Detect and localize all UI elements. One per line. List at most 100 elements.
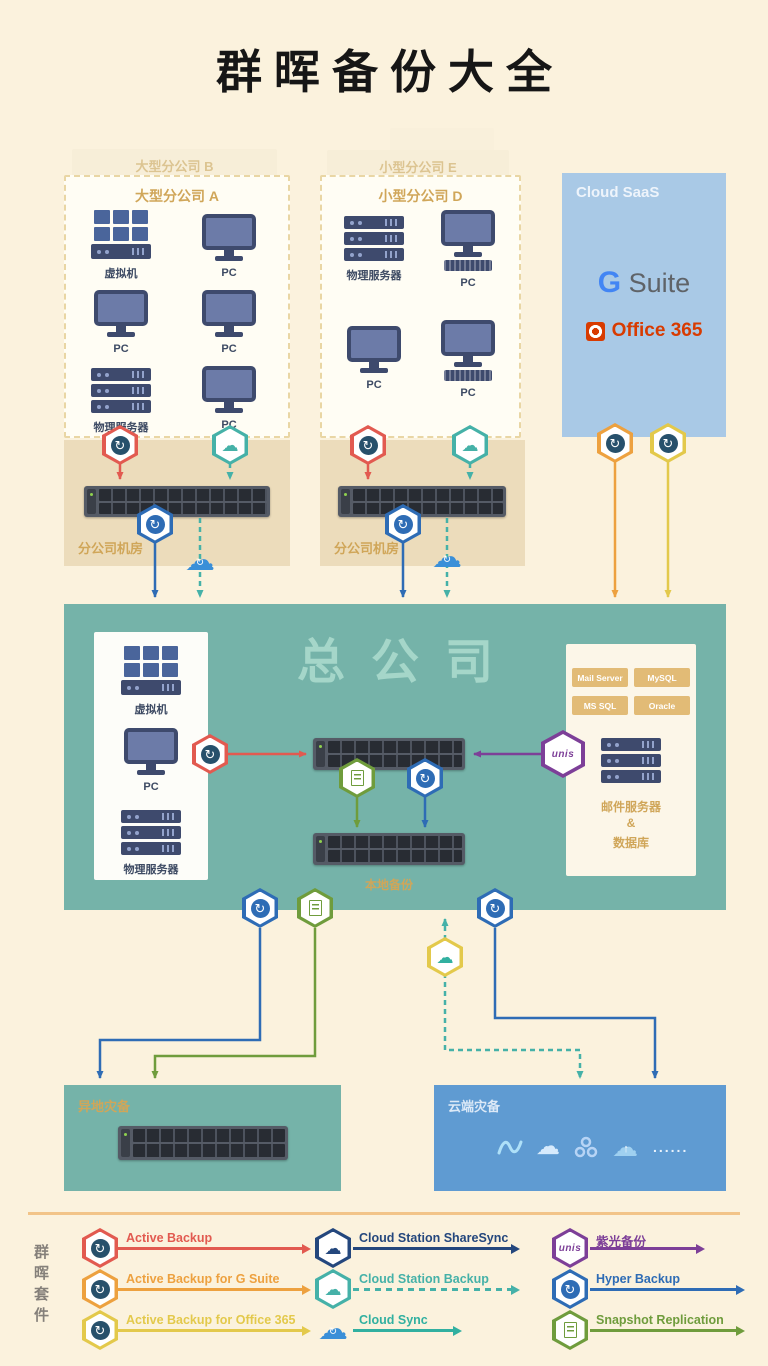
active-backup-icon: ↻ xyxy=(90,1279,110,1299)
gsuite-text: Suite xyxy=(621,268,691,298)
cloud-icon: ☁ xyxy=(436,947,454,967)
pc-icon xyxy=(124,728,178,775)
cloud-sync-arrow-icon: ↻ xyxy=(195,557,205,569)
cloud-sync-arrow-icon: ↻ xyxy=(442,554,452,566)
device-pc: PC xyxy=(179,290,279,355)
device-label: 虚拟机 xyxy=(134,704,168,716)
device-vm: 虚拟机 xyxy=(101,646,201,717)
cloud-station-sharesync-badge: ☁ xyxy=(315,1228,351,1268)
page-title: 群晖备份大全 xyxy=(216,46,564,98)
legend-arrow xyxy=(118,1247,302,1250)
snapshot-doc-icon xyxy=(563,1322,577,1338)
device-label: PC xyxy=(460,387,476,399)
active-backup-icon: ↻ xyxy=(658,433,678,453)
offsite-dr-label: 异地灾备 xyxy=(78,1099,131,1114)
cloud-backup-badge: ☁ xyxy=(427,937,463,977)
device-label: 物理服务器 xyxy=(346,270,402,282)
device-server: 物理服务器 xyxy=(71,368,171,435)
cloud-sync-cloud-icon: ☁ xyxy=(432,541,462,574)
legend-arrow xyxy=(590,1288,736,1291)
room-left-label: 分公司机房 xyxy=(78,541,144,556)
vm-icon xyxy=(91,210,151,259)
cloud-sync-cloud-icon: ☁ xyxy=(318,1313,348,1346)
device-label: PC xyxy=(366,379,382,391)
cloud-icon: ☁ xyxy=(324,1238,342,1258)
hq-title: 总公司 xyxy=(296,636,519,689)
pc-icon xyxy=(347,326,401,373)
legend-arrow xyxy=(118,1288,302,1291)
device-label: PC xyxy=(460,277,476,289)
cloud-sync-cloud-icon: ☁ xyxy=(185,544,215,577)
cloud-icon: ☁ xyxy=(461,435,479,455)
legend-label: Hyper Backup xyxy=(596,1272,681,1286)
active-backup-icon: ↻ xyxy=(200,744,220,764)
cloud-saas-label: Cloud SaaS xyxy=(576,184,660,201)
db-label-line1: 邮件服务器 xyxy=(600,800,661,814)
cloud-icon: ☁ xyxy=(221,435,239,455)
hyper-backup-badge: ↻ xyxy=(407,758,443,798)
legend-label: Snapshot Replication xyxy=(596,1313,724,1327)
device-pc: PC xyxy=(418,320,518,399)
snapshot-doc-icon xyxy=(350,770,364,786)
device-label: 虚拟机 xyxy=(104,268,138,280)
snapshot-doc-icon xyxy=(308,900,322,916)
branch-small-back-label: 小型分公司 E xyxy=(379,160,457,175)
device-pc: PC xyxy=(71,290,171,355)
unis-badge: unis xyxy=(552,1228,588,1268)
legend-arrow xyxy=(353,1288,511,1291)
legend-label: Cloud Station ShareSync xyxy=(359,1231,509,1245)
gsuite-g-letter: G xyxy=(597,266,622,299)
nas-rack-room-left xyxy=(84,486,270,517)
cloud-sync-badge: ☁ ↻ xyxy=(182,546,218,576)
db-badge-mssql: MS SQL xyxy=(572,696,628,715)
pc-icon xyxy=(441,320,495,381)
server-icon xyxy=(91,368,151,413)
legend-label: Active Backup for G Suite xyxy=(126,1272,280,1286)
device-label: PC xyxy=(221,343,237,355)
hyper-backup-icon: ↻ xyxy=(145,514,165,534)
more-providers-dots: ...... xyxy=(653,1139,689,1155)
hyper-backup-icon: ↻ xyxy=(250,898,270,918)
device-server: 物理服务器 xyxy=(101,810,201,877)
active-backup-office365-badge: ↻ xyxy=(82,1310,118,1350)
legend-label: Active Backup for Office 365 xyxy=(126,1313,296,1327)
hyper-backup-badge: ↻ xyxy=(242,888,278,928)
pc-icon xyxy=(202,290,256,337)
device-label: 物理服务器 xyxy=(123,864,179,876)
device-label: PC xyxy=(113,343,129,355)
legend-label: Active Backup xyxy=(126,1231,213,1245)
legend-arrow xyxy=(118,1329,302,1332)
legend-label: Cloud Sync xyxy=(359,1313,428,1327)
cloud-dr-panel xyxy=(434,1085,726,1191)
office365-text: Office 365 xyxy=(611,320,703,341)
linked-circles-icon xyxy=(574,1136,598,1158)
cloud-outline-icon: ☁ xyxy=(536,1133,560,1160)
hyper-backup-icon: ↻ xyxy=(485,898,505,918)
cloud-icon: ☁ xyxy=(324,1279,342,1299)
snapshot-replication-badge xyxy=(552,1310,588,1350)
pc-icon xyxy=(441,210,495,271)
branch-small-ghost-tab xyxy=(390,128,494,154)
cloud-sync-arrow-icon: ↻ xyxy=(328,1326,338,1338)
hyper-backup-badge: ↻ xyxy=(552,1269,588,1309)
device-vm: 虚拟机 xyxy=(71,210,171,281)
cloud-sync-badge: ☁ ↻ xyxy=(315,1315,351,1345)
cloud-upload-icon: ☁ ↑ xyxy=(612,1132,638,1162)
legend-side-label: 群晖套件 xyxy=(32,1244,49,1328)
active-backup-icon: ↻ xyxy=(358,435,378,455)
server-icon xyxy=(344,216,404,261)
db-server xyxy=(581,738,681,783)
db-badge-mail: Mail Server xyxy=(572,668,628,687)
hyper-backup-icon: ↻ xyxy=(393,514,413,534)
db-badge-mysql: MySQL xyxy=(634,668,690,687)
cloud-dr-label: 云端灾备 xyxy=(448,1099,501,1114)
db-label-line2: & xyxy=(626,816,636,830)
cloud-station-backup-badge: ☁ xyxy=(315,1269,351,1309)
device-pc: PC xyxy=(179,366,279,431)
device-pc: PC xyxy=(418,210,518,289)
branch-large-back-label: 大型分公司 B xyxy=(135,159,214,174)
device-label: PC xyxy=(143,781,159,793)
legend-label: 紫光备份 xyxy=(596,1235,647,1249)
nas-rack-hq-1 xyxy=(313,738,465,770)
